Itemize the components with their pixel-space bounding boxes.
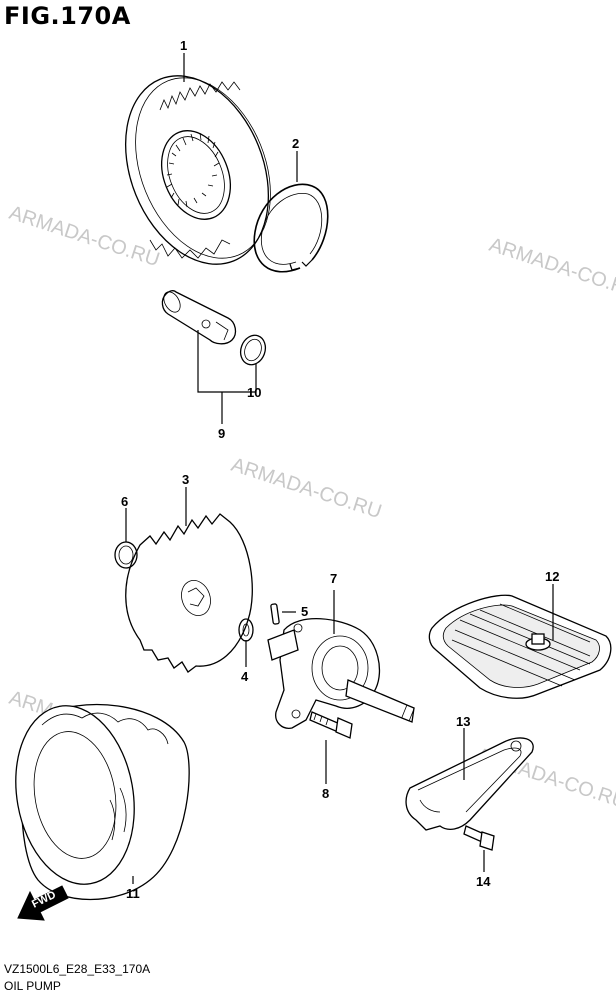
callout-6: 6 — [121, 494, 128, 509]
callout-5: 5 — [301, 604, 308, 619]
part-6-circlip[interactable] — [114, 541, 138, 569]
figure-title: FIG.170A — [4, 2, 131, 30]
part-2-circlip[interactable] — [253, 183, 329, 273]
part-8-bolt[interactable] — [309, 711, 353, 739]
callout-4: 4 — [241, 669, 249, 684]
fwd-arrow-icon: FWD — [17, 885, 69, 921]
watermark-2: ARMADA-CO.RU — [486, 234, 616, 303]
part-1-driven-gear[interactable] — [99, 54, 296, 285]
callout-12: 12 — [545, 569, 559, 584]
part-12-oil-strainer[interactable] — [428, 594, 612, 699]
part-10-o-ring[interactable] — [237, 332, 270, 368]
callout-14: 14 — [476, 874, 491, 889]
callout-3: 3 — [182, 472, 189, 487]
callout-13: 13 — [456, 714, 470, 729]
callout-7: 7 — [330, 571, 337, 586]
callout-8: 8 — [322, 786, 329, 801]
part-11-oil-filter[interactable] — [2, 696, 190, 901]
part-5-pin[interactable] — [270, 603, 280, 625]
callout-2: 2 — [292, 136, 299, 151]
part-9-spacer-pin[interactable] — [160, 289, 237, 345]
watermark-1: ARMADA-CO.RU — [6, 202, 162, 271]
part-14-bolt[interactable] — [463, 825, 495, 851]
part-7-oil-pump[interactable] — [267, 618, 415, 729]
callout-9: 9 — [218, 426, 225, 441]
callout-1: 1 — [180, 38, 187, 53]
figure-name: OIL PUMP — [4, 979, 61, 993]
callout-11: 11 — [126, 886, 140, 901]
watermark-3: ARMADA-CO.RU — [228, 454, 384, 523]
figure-code: VZ1500L6_E28_E33_170A — [4, 962, 151, 976]
part-3-drive-gear[interactable] — [125, 513, 253, 673]
part-13-bracket[interactable] — [405, 737, 534, 831]
callout-10: 10 — [247, 385, 261, 400]
